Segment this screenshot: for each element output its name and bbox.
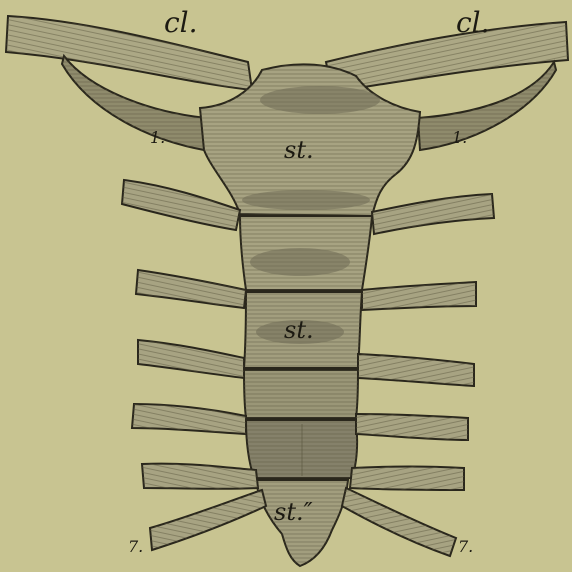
label-xiphoid: st.″ xyxy=(274,498,313,526)
label-clavicle-right: cl. xyxy=(456,6,490,39)
label-seventh-rib-left: 7. xyxy=(128,537,143,556)
sternal-body xyxy=(240,216,372,478)
label-manubrium: st. xyxy=(284,136,314,164)
label-first-rib-right: 1. xyxy=(452,128,467,147)
label-first-rib-left: 1. xyxy=(150,128,165,147)
label-sternal-body: st. xyxy=(284,316,314,344)
right-clavicle xyxy=(326,22,568,92)
label-clavicle-left: cl. xyxy=(164,6,198,39)
label-seventh-rib-right: 7. xyxy=(458,537,473,556)
left-clavicle xyxy=(6,16,252,90)
